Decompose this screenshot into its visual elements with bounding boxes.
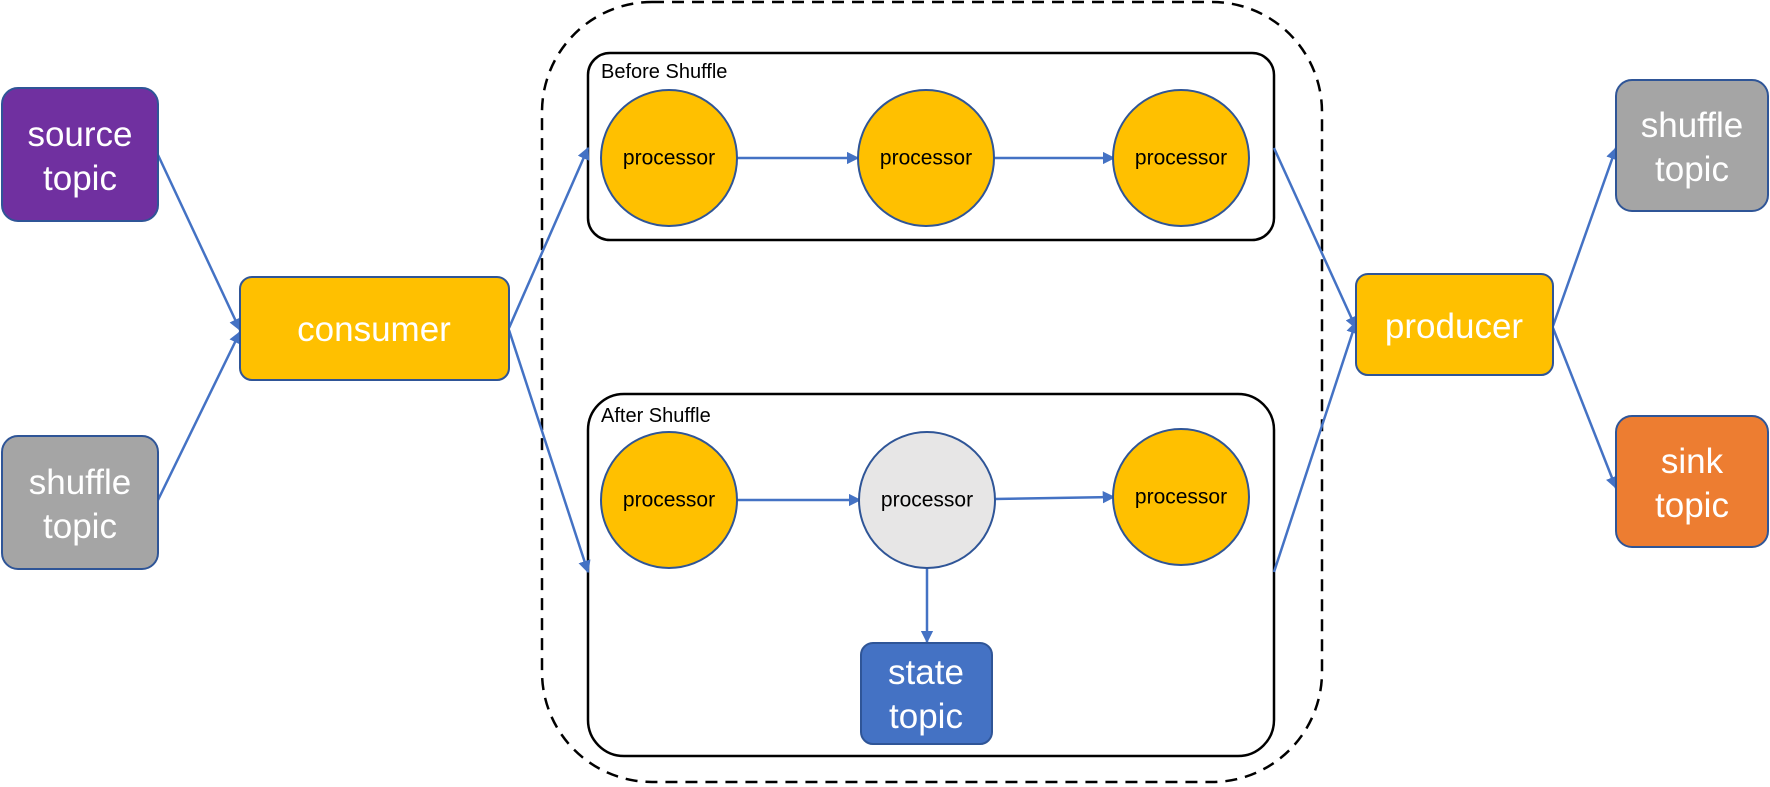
after-processor-1-label: processor	[623, 489, 715, 512]
shuffle-topic-input-line1: shuffle	[29, 463, 132, 502]
sink-topic-node: sink topic	[1615, 415, 1769, 548]
before-shuffle-label: Before Shuffle	[601, 61, 727, 83]
processing-boundary	[540, 0, 1324, 784]
edge-before-to-producer	[1272, 147, 1358, 330]
consumer-node: consumer	[239, 276, 510, 381]
edge-after-p2-p3	[993, 490, 1116, 504]
source-topic-node: source topic	[1, 87, 159, 222]
source-topic-line2: topic	[43, 159, 117, 198]
before-processor-1-label: processor	[623, 147, 715, 170]
before-processor-3: processor	[1112, 89, 1250, 227]
state-topic-line1: state	[888, 653, 964, 692]
consumer-label: consumer	[297, 310, 451, 349]
state-topic-line2: topic	[889, 697, 963, 736]
edge-shuffle-to-consumer	[156, 330, 242, 501]
after-processor-3: processor	[1112, 428, 1250, 566]
sink-topic-line1: sink	[1661, 442, 1724, 481]
after-processor-2-stateful: processor	[858, 431, 996, 569]
edge-after-to-producer	[1272, 320, 1359, 573]
producer-node: producer	[1355, 273, 1554, 376]
after-shuffle-group	[586, 392, 1276, 758]
producer-label: producer	[1385, 307, 1523, 346]
shuffle-topic-input-node: shuffle topic	[1, 435, 159, 570]
before-processor-2-label: processor	[880, 147, 972, 170]
shuffle-topic-output-node: shuffle topic	[1615, 79, 1769, 212]
edge-producer-to-sink	[1551, 327, 1618, 490]
before-processor-3-label: processor	[1135, 147, 1227, 170]
shuffle-topic-output-line2: topic	[1655, 150, 1729, 189]
before-processor-2: processor	[857, 89, 995, 227]
state-topic-node: state topic	[860, 642, 993, 745]
edge-source-to-consumer	[156, 154, 242, 332]
source-topic-line1: source	[27, 115, 132, 154]
sink-topic-line2: topic	[1655, 486, 1729, 525]
after-processor-2-label: processor	[881, 489, 973, 512]
shuffle-topic-input-line2: topic	[43, 507, 117, 546]
after-processor-3-label: processor	[1135, 486, 1227, 509]
edge-consumer-to-before	[507, 146, 590, 329]
shuffle-topic-output-line1: shuffle	[1641, 106, 1744, 145]
edge-consumer-to-after	[507, 329, 591, 574]
after-shuffle-label: After Shuffle	[601, 405, 711, 427]
before-shuffle-group	[586, 51, 1276, 242]
edge-producer-to-shuffle	[1551, 146, 1619, 327]
after-processor-1: processor	[600, 431, 738, 569]
before-processor-1: processor	[600, 89, 738, 227]
